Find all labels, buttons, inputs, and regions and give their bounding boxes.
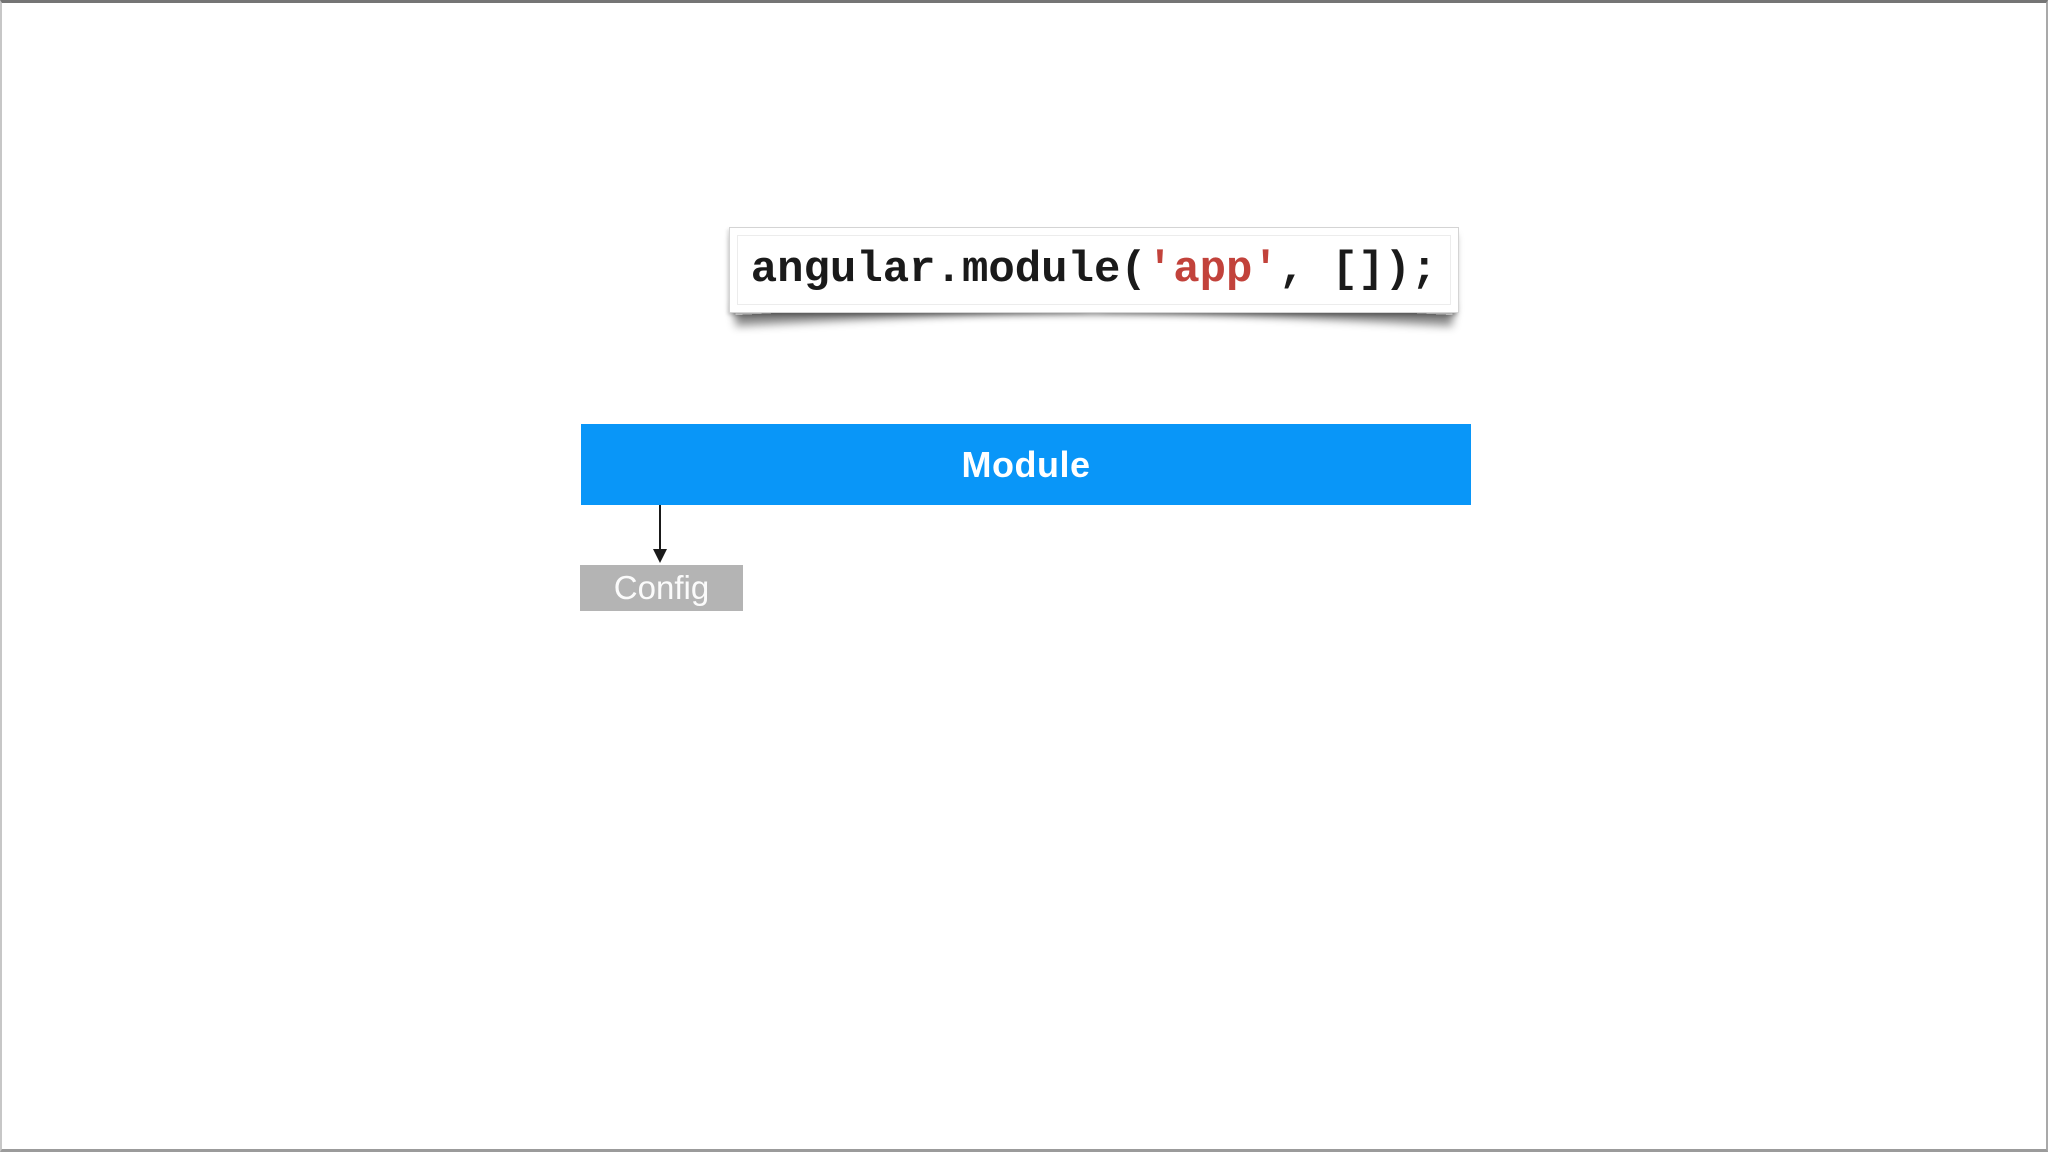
module-label: Module xyxy=(961,443,1091,485)
arrow-head xyxy=(653,549,667,563)
code-text-suffix: , []); xyxy=(1278,245,1438,295)
arrow-line xyxy=(659,505,661,551)
config-box: Config xyxy=(580,565,743,611)
module-box: Module xyxy=(581,424,1471,505)
code-text-prefix: angular.module( xyxy=(750,245,1147,295)
arrow-down-icon xyxy=(651,505,669,563)
config-label: Config xyxy=(613,569,710,606)
code-snippet-card: angular.module('app', []); xyxy=(729,227,1459,313)
code-snippet: angular.module('app', []); xyxy=(751,248,1438,292)
code-snippet-card-inner: angular.module('app', []); xyxy=(737,235,1451,305)
code-module-name: 'app' xyxy=(1146,245,1279,295)
